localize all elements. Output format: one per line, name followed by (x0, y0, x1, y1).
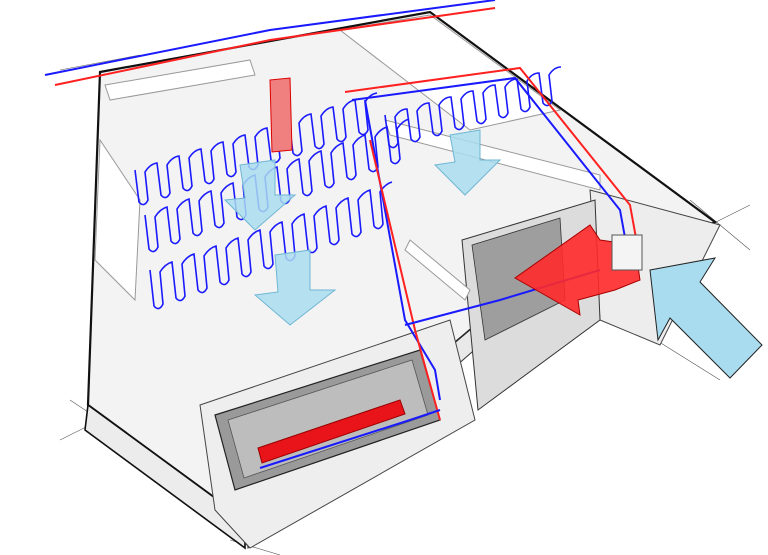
heat-pump-unit (611, 234, 643, 271)
room-cool-air-arrows (223, 129, 502, 326)
hot-riser-pipe (344, 66, 641, 261)
interior-walls (94, 14, 601, 302)
arrow-down-icon (433, 129, 502, 196)
hot-feed-pipe (369, 139, 441, 421)
outdoor-air-arrow-up-left-icon (649, 257, 763, 379)
radiator-pipe (259, 409, 441, 469)
hot-water-column (269, 77, 293, 153)
cooling-loop-row-3 (149, 181, 393, 310)
front-left-wall (84, 403, 246, 550)
cooling-loop-row-2 (144, 118, 410, 253)
cold-supply-pipe (44, 0, 496, 76)
radiator (257, 399, 406, 464)
hot-supply-pipe (54, 7, 496, 86)
arrow-down-icon (223, 159, 297, 231)
heat-pump-arrow-left-icon (514, 224, 641, 316)
arrow-down-icon (253, 249, 337, 326)
